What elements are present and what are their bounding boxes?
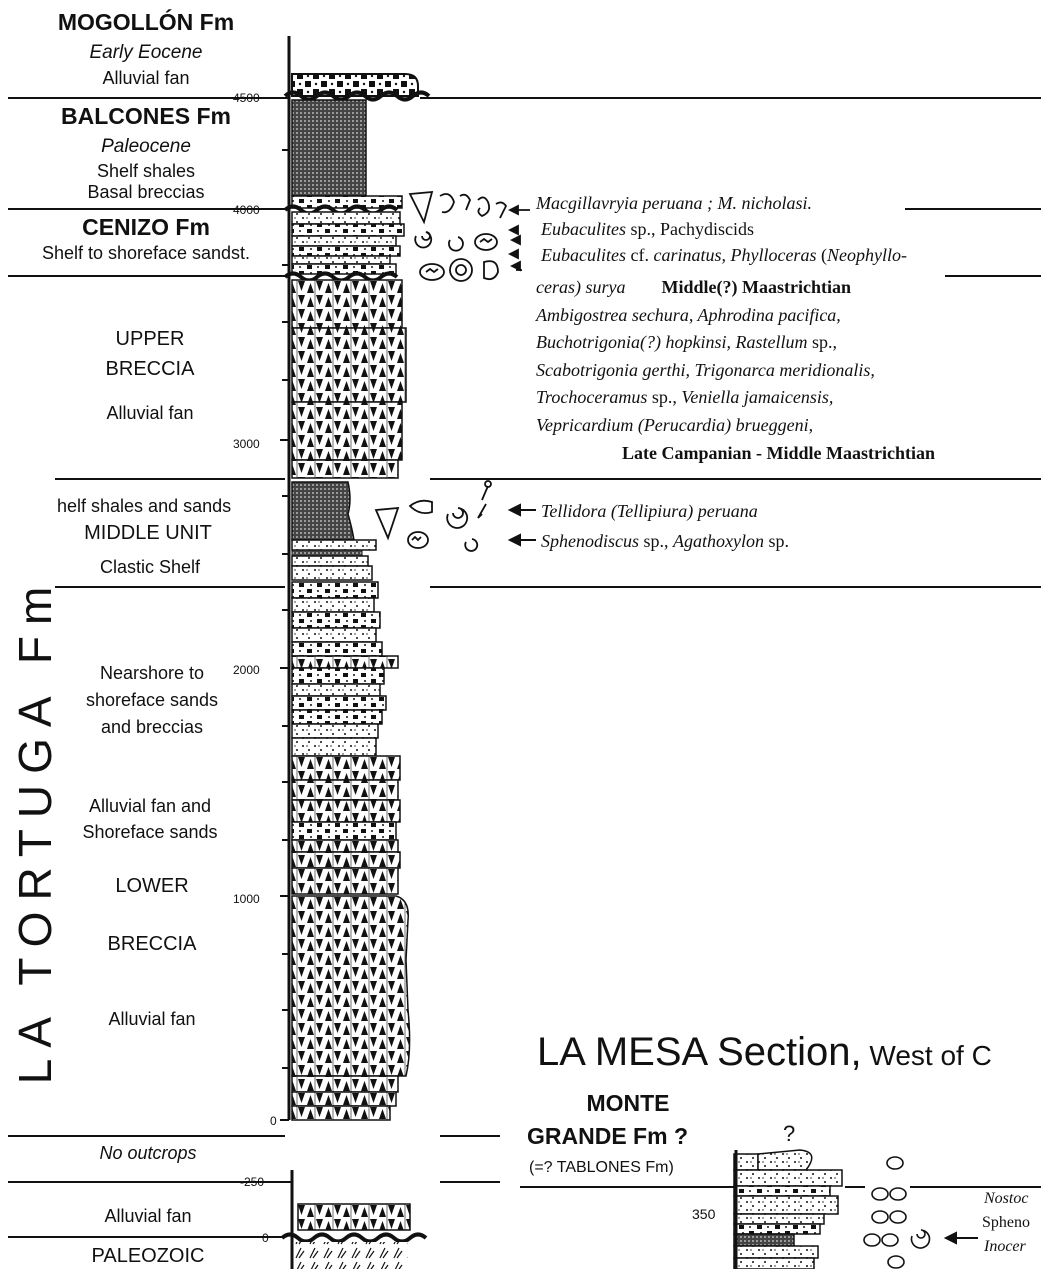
middle-unit-facies-2: Clastic Shelf	[99, 557, 201, 577]
fossil-note-cenizo-6: Buchotrigonia(?) hopkinsi, Rastellum sp.…	[536, 332, 837, 352]
la-tortuga-formation-name: LA TORTUGA Fm	[9, 575, 62, 1085]
lower-facies-1a: Nearshore to	[99, 663, 205, 683]
middle-unit-name: MIDDLE UNIT	[84, 522, 212, 544]
balcones-age: Paleocene	[101, 136, 191, 157]
lower-facies-2a: Alluvial fan and	[88, 796, 212, 816]
la-mesa-note-1: Nostoc	[984, 1190, 1029, 1207]
cenizo-facies: Shelf to shoreface sandst.	[41, 243, 251, 263]
upper-breccia-label-1: UPPER	[115, 328, 185, 350]
fossil-note-middle-1: Tellidora (Tellipiura) peruana	[541, 501, 758, 521]
mogollon-age: Early Eocene	[89, 42, 203, 63]
mogollon-formation-name: MOGOLLÓN Fm	[57, 9, 235, 35]
fossil-note-middle-2: Sphenodiscus sp., Agathoxylon sp.	[541, 531, 790, 551]
monte-grande-label-1: MONTE	[586, 1090, 670, 1116]
la-mesa-question-mark: ?	[783, 1121, 796, 1146]
scale-label-0-basal: 0	[262, 1231, 269, 1245]
tablones-label: (=? TABLONES Fm)	[529, 1159, 674, 1176]
fossil-note-cenizo-3: Eubaculites cf. carinatus, Phylloceras (…	[541, 245, 907, 265]
fossil-note-cenizo-1: Macgillavryia peruana ; M. nicholasi.	[536, 193, 812, 213]
cenizo-age-range: Late Campanian - Middle Maastrichtian	[622, 443, 935, 463]
fossil-note-cenizo-5: Ambigostrea sechura, Aphrodina pacifica,	[536, 305, 841, 325]
monte-grande-label-2: GRANDE Fm ?	[527, 1123, 688, 1149]
lower-breccia-facies: Alluvial fan	[108, 1009, 196, 1029]
la-mesa-scale-350: 350	[692, 1206, 716, 1222]
lower-facies-1c: and breccias	[100, 717, 204, 737]
no-outcrops-label: No outcrops	[99, 1143, 197, 1163]
scale-label-2000: 2000	[233, 663, 260, 677]
middle-unit-facies-1: helf shales and sands	[57, 496, 232, 516]
lower-facies-2b: Shoreface sands	[82, 822, 218, 842]
fossil-note-cenizo-9: Vepricardium (Perucardia) brueggeni,	[536, 415, 814, 435]
lower-breccia-label-2: BRECCIA	[107, 933, 197, 955]
fossil-note-cenizo-8: Trochoceramus sp., Veniella jamaicensis,	[536, 387, 834, 407]
la-mesa-section-title: LA MESA Section, West of C	[537, 1030, 992, 1074]
scale-label-4500: 4500	[233, 91, 260, 105]
lower-facies-1b: shoreface sands	[85, 690, 219, 710]
balcones-formation-name: BALCONES Fm	[61, 103, 231, 129]
fossil-note-cenizo-2: Eubaculites sp., Pachydiscids	[541, 219, 754, 239]
balcones-facies-2: Basal breccias	[87, 182, 205, 202]
la-mesa-note-3: Inocer	[984, 1238, 1026, 1255]
lower-breccia-label-1: LOWER	[115, 875, 189, 897]
scale-label-1000: 1000	[233, 892, 260, 906]
scale-label-4000: 4000	[233, 203, 260, 217]
balcones-facies-1: Shelf shales	[96, 161, 196, 181]
la-mesa-note-2: Spheno	[982, 1214, 1030, 1231]
scale-label-0: 0	[270, 1114, 277, 1128]
fossil-note-cenizo-7: Scabotrigonia gerthi, Trigonarca meridio…	[536, 360, 875, 380]
upper-breccia-label-2: BRECCIA	[105, 358, 195, 380]
paleozoic-label: PALEOZOIC	[91, 1245, 205, 1267]
scale-label-minus-250: -250	[240, 1175, 265, 1189]
upper-breccia-facies: Alluvial fan	[106, 403, 194, 423]
cenizo-formation-name: CENIZO Fm	[82, 214, 210, 240]
scale-label-3000: 3000	[233, 437, 260, 451]
basal-alluvial-fan-label: Alluvial fan	[104, 1206, 192, 1226]
mogollon-facies: Alluvial fan	[102, 68, 190, 88]
